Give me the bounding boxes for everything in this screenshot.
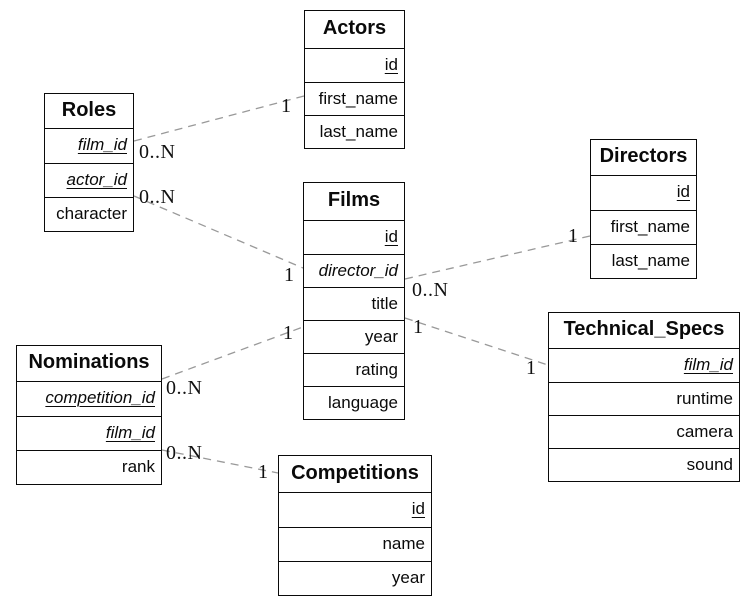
relationship-line-nominations-films xyxy=(161,326,304,380)
cardinality-label: 0..N xyxy=(139,186,175,208)
field-language: language xyxy=(304,386,404,419)
field-film_id: film_id xyxy=(17,416,161,450)
field-id: id xyxy=(384,55,398,74)
field-first_name: first_name xyxy=(591,210,696,244)
field-id: id xyxy=(384,227,398,246)
field-camera: camera xyxy=(549,415,739,448)
cardinality-label: 1 xyxy=(526,357,537,379)
cardinality-label: 1 xyxy=(568,225,579,247)
field-film_id: film_id xyxy=(77,135,127,154)
cardinality-label: 0..N xyxy=(139,141,175,163)
cardinality-label: 0..N xyxy=(412,279,448,301)
entity-title: Directors xyxy=(591,140,696,176)
cardinality-label: 1 xyxy=(283,322,294,344)
field-director_id: director_id xyxy=(304,254,404,287)
field-name: name xyxy=(279,527,431,561)
relationship-line-roles-actors xyxy=(133,95,305,142)
field-id: id xyxy=(411,499,425,518)
field-film_id: film_id xyxy=(683,355,733,374)
entity-title: Actors xyxy=(305,11,404,49)
cardinality-label: 1 xyxy=(281,95,292,117)
field-last_name: last_name xyxy=(305,115,404,148)
field-character: character xyxy=(45,197,133,231)
entity-title: Competitions xyxy=(279,456,431,493)
field-last_name: last_name xyxy=(591,244,696,278)
cardinality-label: 0..N xyxy=(166,377,202,399)
entity-title: Roles xyxy=(45,94,133,129)
field-id: id xyxy=(676,182,690,201)
field-title: title xyxy=(304,287,404,320)
cardinality-label: 1 xyxy=(413,316,424,338)
field-actor_id: actor_id xyxy=(45,163,133,197)
entity-title: Films xyxy=(304,183,404,221)
field-runtime: runtime xyxy=(549,382,739,415)
field-rank: rank xyxy=(17,450,161,484)
relationship-line-films-technical_specs xyxy=(404,317,549,366)
cardinality-label: 0..N xyxy=(166,442,202,464)
entity-title: Technical_Specs xyxy=(549,313,739,349)
relationship-line-nominations-competitions xyxy=(161,449,279,474)
field-sound: sound xyxy=(549,448,739,481)
entity-title: Nominations xyxy=(17,346,161,382)
cardinality-label: 1 xyxy=(258,461,269,483)
relationship-line-roles-films xyxy=(133,195,304,269)
field-year: year xyxy=(304,320,404,353)
relationship-line-films-directors xyxy=(404,235,591,280)
cardinality-label: 1 xyxy=(284,264,295,286)
field-first_name: first_name xyxy=(305,82,404,115)
field-competition_id: competition_id xyxy=(45,388,155,407)
field-rating: rating xyxy=(304,353,404,386)
field-year: year xyxy=(279,561,431,595)
